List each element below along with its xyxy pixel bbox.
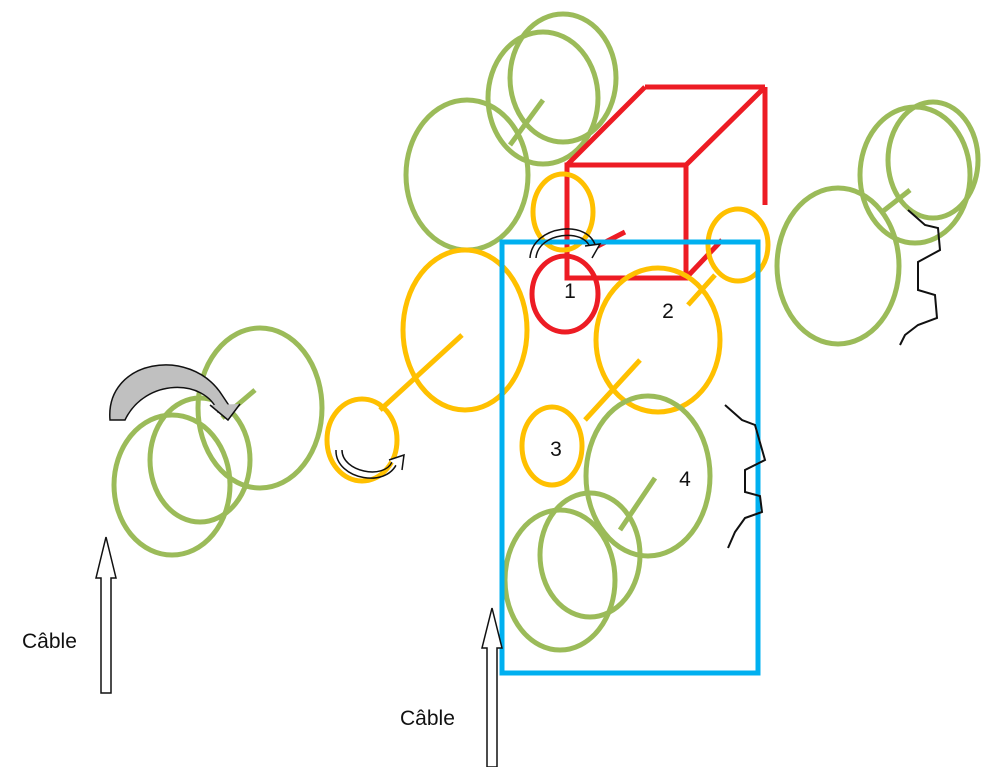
cable-arrow-center bbox=[481, 607, 503, 767]
pawl-lower bbox=[724, 404, 767, 549]
cable-label-center: Câble bbox=[400, 707, 455, 730]
pawl-right bbox=[899, 209, 942, 346]
cable-label-left: Câble bbox=[22, 630, 77, 653]
right-pulley-group bbox=[774, 99, 981, 347]
small-orange-gear-left bbox=[324, 396, 400, 484]
gear-1 bbox=[529, 253, 601, 335]
gear-2 bbox=[593, 265, 723, 415]
gear-2-label: 2 bbox=[662, 300, 674, 323]
right-pulley-mid bbox=[857, 104, 973, 246]
gear-4 bbox=[583, 393, 713, 559]
gear-3 bbox=[519, 404, 585, 488]
top-pulley-axle bbox=[507, 98, 546, 147]
lower-pulley-group bbox=[502, 393, 713, 653]
left-pulley-front bbox=[111, 412, 233, 558]
gear-1-label: 1 bbox=[564, 280, 576, 303]
left-pulley-back bbox=[195, 325, 325, 491]
left-pulley-mid bbox=[147, 395, 253, 525]
curved-arrow-icon bbox=[335, 449, 399, 479]
up-arrow-icon bbox=[481, 607, 503, 767]
top-pulley-mid bbox=[485, 29, 601, 167]
right-pulley-front bbox=[774, 185, 902, 347]
pawl-icon bbox=[899, 209, 942, 346]
curved-arrow-icon bbox=[109, 364, 234, 421]
red-box bbox=[564, 84, 768, 281]
curved-arrow-icon bbox=[529, 228, 597, 259]
big-orange-gear-left bbox=[400, 247, 530, 413]
small-orange-gear-top bbox=[530, 171, 596, 253]
rotation-arrow-small bbox=[335, 449, 405, 479]
rotation-arrow-gear1 bbox=[529, 228, 602, 259]
right-pulley-back bbox=[885, 99, 981, 221]
top-pulley-front bbox=[403, 97, 531, 253]
cable-arrow-left bbox=[95, 536, 117, 694]
orange-gears bbox=[324, 171, 771, 488]
gear-4-label: 4 bbox=[679, 468, 691, 491]
small-orange-gear-right bbox=[705, 206, 771, 284]
lower-pulley-front bbox=[502, 507, 618, 653]
top-pulley-group bbox=[403, 11, 619, 253]
lower-pulley-back bbox=[537, 490, 643, 620]
pawl-icon bbox=[724, 404, 767, 549]
top-pulley-back bbox=[507, 11, 619, 145]
gear-3-label: 3 bbox=[550, 438, 562, 461]
rotation-arrow-left bbox=[109, 364, 241, 422]
up-arrow-icon bbox=[95, 536, 117, 694]
cyan-frame bbox=[499, 239, 761, 676]
left-pulley-group bbox=[111, 325, 325, 558]
